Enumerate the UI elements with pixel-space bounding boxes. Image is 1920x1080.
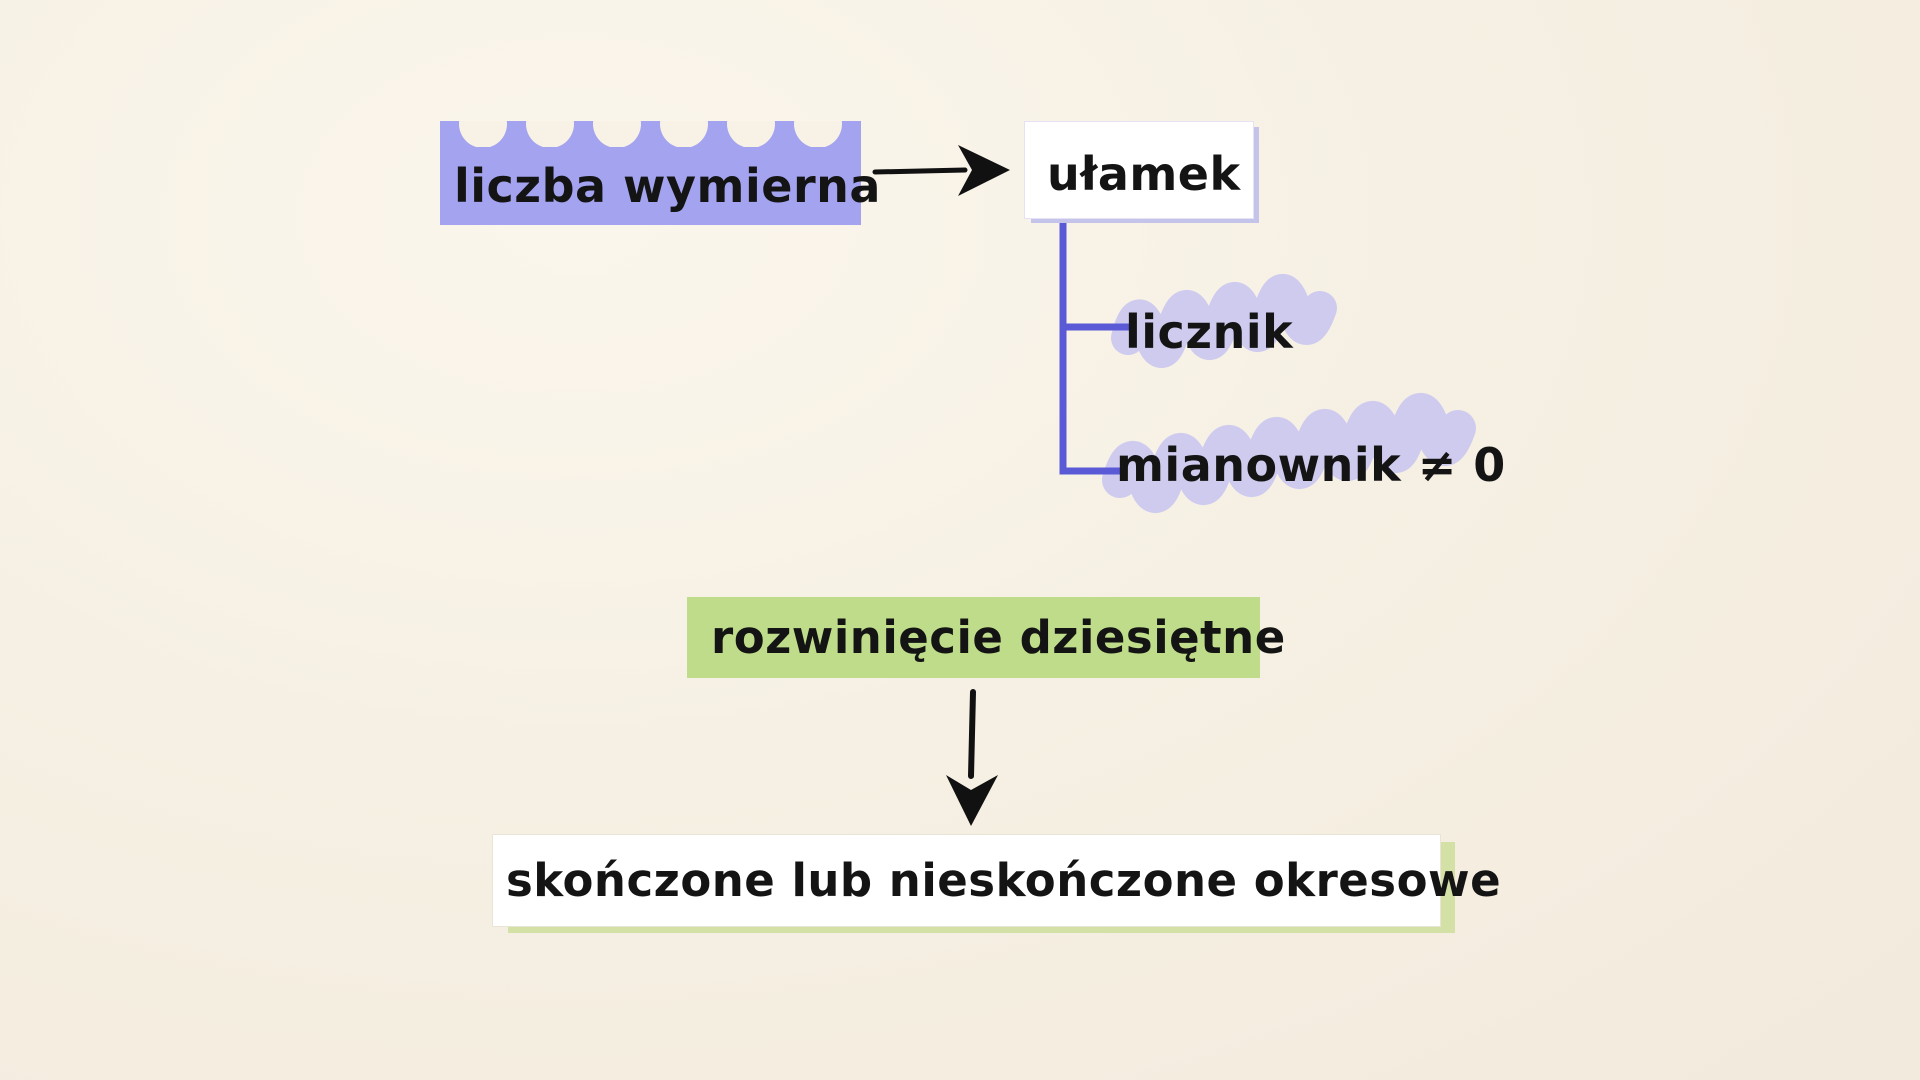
arrow-to-fraction-head [958, 145, 1010, 196]
fraction-tree-connector [1059, 217, 1132, 475]
decimal-expansion-label: rozwinięcie dziesiętne [711, 611, 1286, 664]
arrow-to-decimal-types-head [946, 775, 998, 826]
fraction-box: ułamek [1024, 121, 1254, 219]
rational-number-box: liczba wymierna [440, 121, 880, 225]
decimal-types-box: skończone lub nieskończone okresowe [492, 834, 1501, 927]
numerator-label: licznik [1125, 305, 1294, 359]
denominator-highlight [1102, 393, 1476, 513]
arrow-to-fraction [872, 167, 968, 175]
numerator-highlight [1111, 274, 1337, 368]
denominator-label: mianownik ≠ 0 [1116, 438, 1506, 492]
arrow-to-decimal-types [968, 689, 976, 779]
rational-number-label: liczba wymierna [454, 159, 881, 213]
fraction-label: ułamek [1047, 147, 1241, 201]
decimal-types-label: skończone lub nieskończone okresowe [506, 854, 1502, 907]
decimal-expansion-box: rozwinięcie dziesiętne [687, 597, 1285, 678]
scallop-edge [459, 121, 842, 147]
